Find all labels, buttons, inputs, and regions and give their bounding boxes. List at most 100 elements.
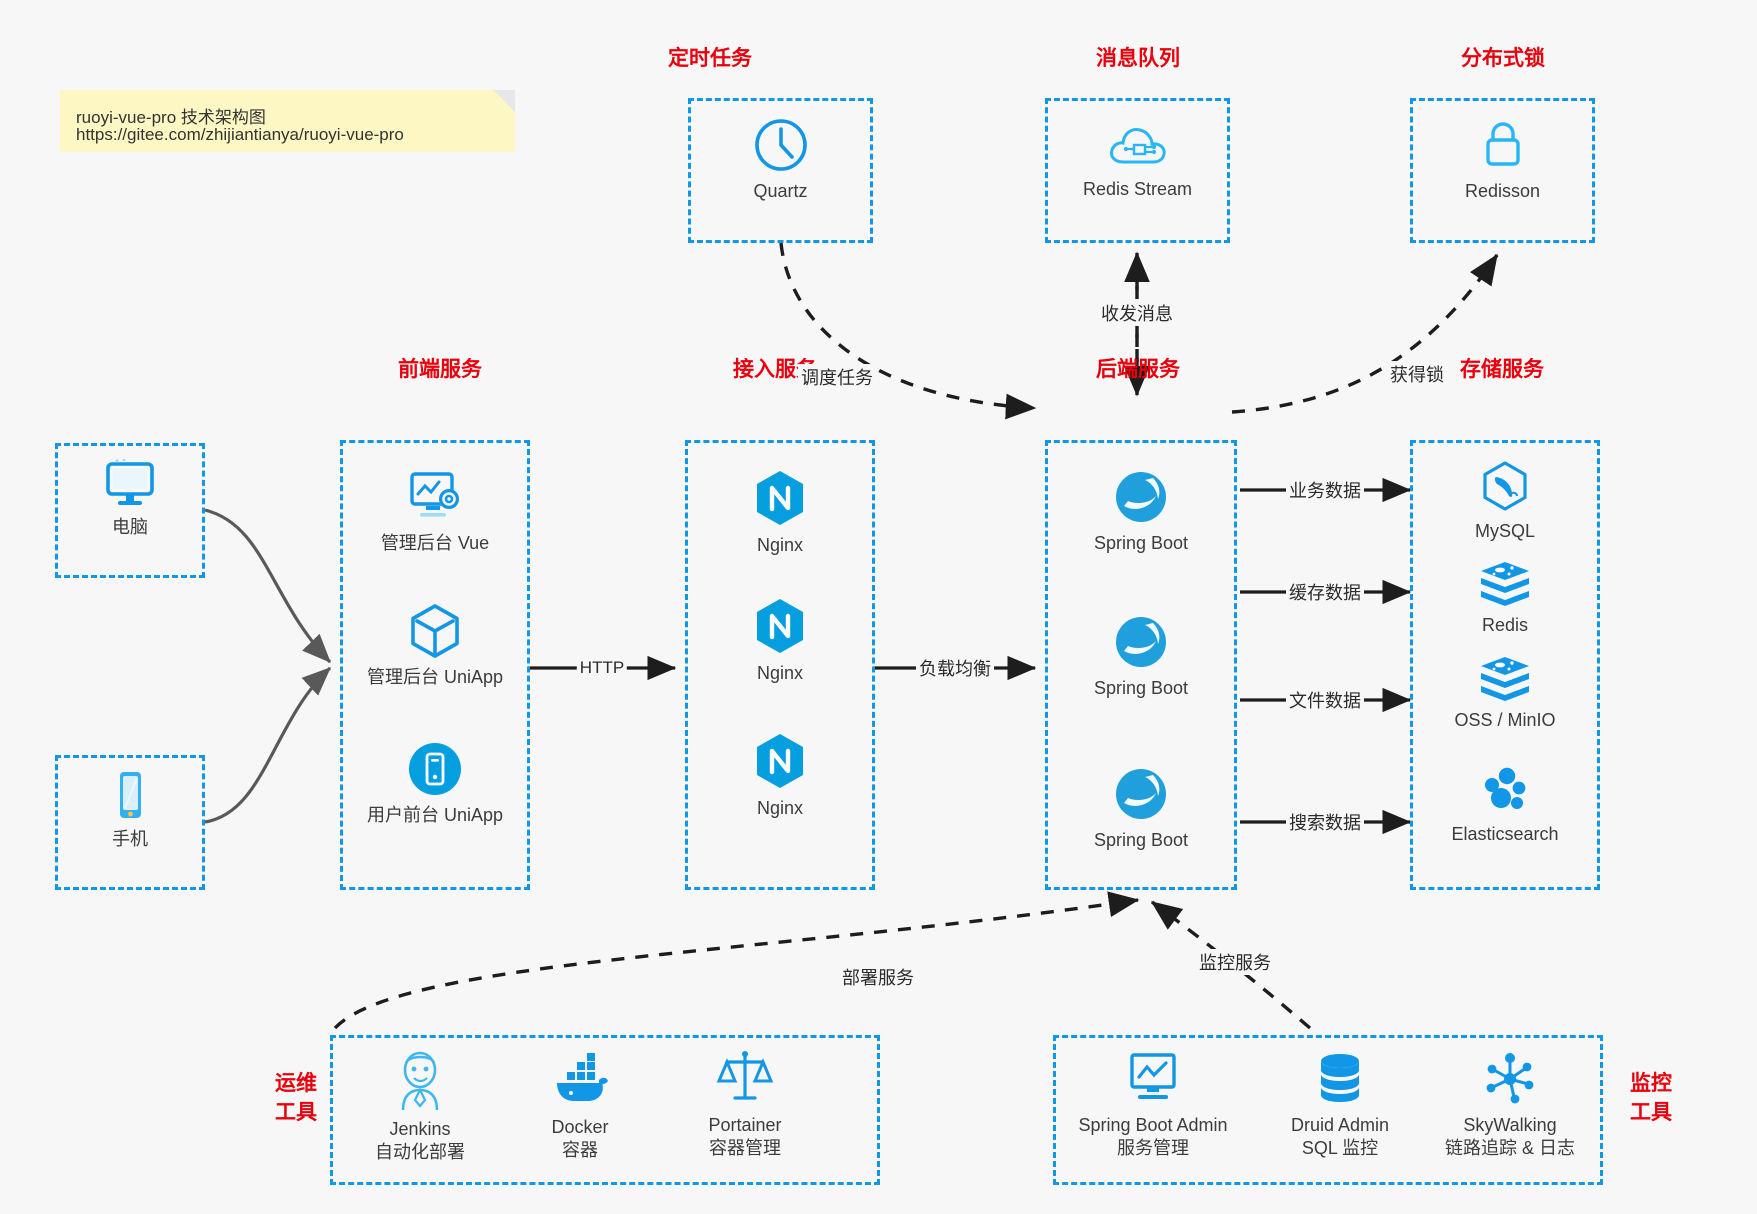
node-skywalking-sublabel: 链路追踪 & 日志 [1444, 1138, 1575, 1158]
group-backend [1045, 440, 1237, 890]
node-druid-admin-label: Druid Admin [1290, 1115, 1390, 1135]
group-title-monitoring: 监控 工具 [1630, 1072, 1672, 1124]
node-admin-uniapp-label: 管理后台 UniApp [366, 667, 504, 687]
node-portainer[interactable]: Portainer 容器管理 [665, 1048, 825, 1160]
edge-label-cache-data: 缓存数据 [1286, 579, 1364, 605]
node-spring-boot-3[interactable]: Spring Boot [1045, 765, 1237, 852]
node-admin-vue[interactable]: 管理后台 Vue [340, 468, 530, 555]
jenkins-butler-icon [391, 1050, 449, 1112]
node-spring-boot-admin-sublabel: 服务管理 [1117, 1138, 1189, 1158]
node-nginx-1[interactable]: Nginx [685, 468, 875, 557]
edge-label-http: HTTP [576, 658, 628, 678]
note-text-line1: ruoyi-vue-pro 技术架构图 [76, 108, 266, 127]
node-elasticsearch-label: Elasticsearch [1451, 824, 1559, 844]
node-portainer-label: Portainer [708, 1115, 782, 1135]
node-spring-boot-3-label: Spring Boot [1093, 830, 1189, 850]
node-computer-label: 电脑 [112, 517, 148, 537]
node-docker-label: Docker [551, 1117, 609, 1137]
node-oss-minio[interactable]: OSS / MinIO [1410, 655, 1600, 732]
node-nginx-3[interactable]: Nginx [685, 731, 875, 820]
redis-stack-icon [1478, 655, 1532, 703]
node-docker-sublabel: 容器 [562, 1140, 598, 1160]
node-docker[interactable]: Docker 容器 [500, 1052, 660, 1162]
skywalking-node-icon [1481, 1050, 1539, 1108]
group-storage [1410, 440, 1600, 890]
group-frontend [340, 440, 530, 890]
node-nginx-2-label: Nginx [756, 663, 804, 683]
database-cylinder-icon [1311, 1050, 1369, 1108]
nginx-icon [751, 468, 809, 528]
group-client-phone [55, 755, 205, 890]
nginx-icon [751, 596, 809, 656]
node-phone[interactable]: 手机 [55, 770, 205, 851]
node-quartz[interactable]: Quartz [688, 116, 873, 203]
node-nginx-3-label: Nginx [756, 798, 804, 818]
node-admin-uniapp[interactable]: 管理后台 UniApp [340, 602, 530, 689]
edge-label-file-data: 文件数据 [1286, 687, 1364, 713]
group-distributed-lock [1410, 98, 1595, 243]
node-druid-admin-sublabel: SQL 监控 [1301, 1138, 1379, 1158]
node-redisson[interactable]: Redisson [1410, 116, 1595, 203]
clock-icon [752, 116, 810, 174]
node-redisson-label: Redisson [1464, 181, 1541, 201]
node-jenkins-label: Jenkins [389, 1119, 451, 1139]
node-spring-boot-1[interactable]: Spring Boot [1045, 468, 1237, 555]
node-computer[interactable]: 电脑 [55, 458, 205, 539]
node-mysql[interactable]: MySQL [1410, 460, 1600, 543]
node-admin-vue-label: 管理后台 Vue [380, 533, 490, 553]
node-skywalking[interactable]: SkyWalking 链路追踪 & 日志 [1420, 1050, 1600, 1160]
spring-boot-icon [1112, 765, 1170, 823]
edge-label-search-data: 搜索数据 [1286, 809, 1364, 835]
group-title-storage: 存储服务 [1460, 358, 1544, 381]
desktop-monitor-icon [102, 458, 158, 510]
node-portainer-sublabel: 容器管理 [709, 1138, 781, 1158]
node-mysql-label: MySQL [1474, 521, 1535, 541]
nginx-icon [751, 731, 809, 791]
edge-label-load-balance: 负载均衡 [916, 655, 994, 681]
padlock-icon [1474, 116, 1532, 174]
edge-label-send-receive-message: 收发消息 [1098, 300, 1176, 326]
node-oss-minio-label: OSS / MinIO [1454, 710, 1556, 730]
node-elasticsearch[interactable]: Elasticsearch [1410, 765, 1600, 846]
node-redis-stream-label: Redis Stream [1082, 179, 1193, 199]
group-gateway [685, 440, 875, 890]
group-title-scheduler: 定时任务 [668, 47, 752, 70]
monitor-chart-icon [1122, 1050, 1184, 1108]
node-skywalking-label: SkyWalking [1463, 1115, 1557, 1135]
node-nginx-2[interactable]: Nginx [685, 596, 875, 685]
dashboard-settings-icon [404, 468, 466, 526]
node-spring-boot-2-label: Spring Boot [1093, 678, 1189, 698]
spring-boot-icon [1112, 468, 1170, 526]
note-fold-corner [493, 90, 515, 112]
elasticsearch-icon [1478, 765, 1532, 817]
edge-label-monitor-service: 监控服务 [1196, 949, 1274, 975]
group-title-devops: 运维 工具 [275, 1072, 317, 1124]
node-redis-stream[interactable]: Redis Stream [1045, 120, 1230, 201]
edge-label-business-data: 业务数据 [1286, 477, 1364, 503]
group-scheduler [688, 98, 873, 243]
node-druid-admin[interactable]: Druid Admin SQL 监控 [1255, 1050, 1425, 1160]
redis-stack-icon [1478, 560, 1532, 608]
mobile-device-icon [406, 740, 464, 798]
node-spring-boot-admin[interactable]: Spring Boot Admin 服务管理 [1058, 1050, 1248, 1160]
node-spring-boot-2[interactable]: Spring Boot [1045, 613, 1237, 700]
node-phone-label: 手机 [112, 829, 148, 849]
group-message-queue [1045, 98, 1230, 243]
group-client-computer [55, 443, 205, 578]
group-title-distributed-lock: 分布式锁 [1461, 47, 1545, 70]
group-title-message-queue: 消息队列 [1096, 47, 1180, 70]
mysql-dolphin-icon [1478, 460, 1532, 514]
architecture-note: ruoyi-vue-pro 技术架构图 https://gitee.com/zh… [60, 90, 515, 152]
node-user-uniapp[interactable]: 用户前台 UniApp [340, 740, 530, 827]
node-redis[interactable]: Redis [1410, 560, 1600, 637]
node-jenkins[interactable]: Jenkins 自动化部署 [340, 1050, 500, 1164]
group-devops [330, 1035, 880, 1185]
node-jenkins-sublabel: 自动化部署 [375, 1142, 465, 1162]
cube-icon [406, 602, 464, 660]
balance-scale-icon [714, 1048, 776, 1108]
node-spring-boot-admin-label: Spring Boot Admin [1078, 1115, 1228, 1135]
group-title-frontend: 前端服务 [398, 358, 482, 381]
edge-label-acquire-lock: 获得锁 [1387, 361, 1447, 387]
cloud-stream-icon [1107, 120, 1169, 172]
